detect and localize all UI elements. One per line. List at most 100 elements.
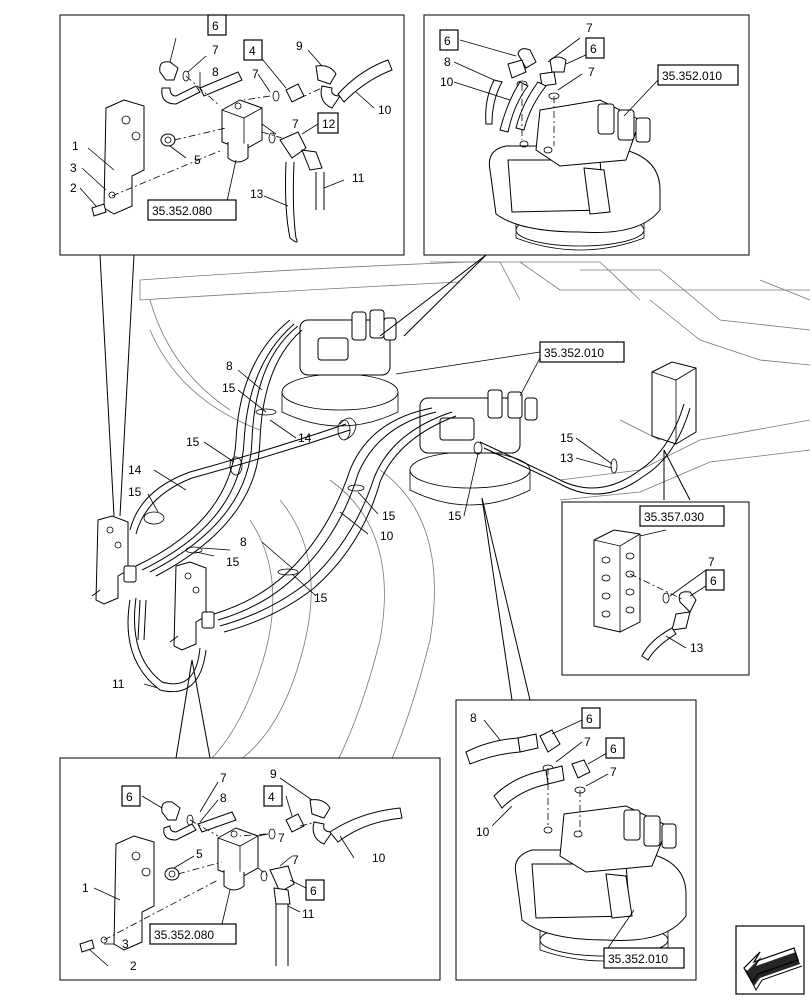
callout-7: 7 [220,771,227,785]
callout-box-4 [263,785,283,807]
callout-box-6 [121,785,141,807]
ref-motor-top: 35.352.010 [662,69,722,83]
callout-14: 14 [298,431,312,445]
callout-6: 6 [590,42,597,56]
callout-11: 11 [112,677,125,691]
callout-6: 6 [710,574,717,588]
leaders-main [143,351,613,689]
callout-8: 8 [240,535,247,549]
ref-valve-top: 35.352.080 [152,204,212,218]
callout-7: 7 [584,735,591,749]
callout-6: 6 [126,790,133,804]
callout-7: 7 [708,555,715,569]
ref-box-motor-bottom [603,947,685,969]
arrow-icon[interactable] [735,925,805,995]
panel-a-leaders [79,37,375,207]
callout-6: 6 [310,884,317,898]
callout-7: 7 [252,67,259,81]
travel-motor-center [409,389,538,506]
callout-3: 3 [70,161,77,175]
callout-2: 2 [130,959,137,973]
callout-10: 10 [476,825,490,839]
callout-1: 1 [82,881,89,895]
callout-15: 15 [222,381,236,395]
callout-15: 15 [448,509,462,523]
manifold-block [651,361,697,445]
callout-13: 13 [690,641,704,655]
callout-5: 5 [196,847,203,861]
callout-7: 7 [292,853,299,867]
callout-14: 14 [128,463,142,477]
callout-10: 10 [440,75,454,89]
travel-motor-upper [281,309,399,427]
callout-7: 7 [292,117,299,131]
callout-3: 3 [122,937,129,951]
ref-motor-main: 35.352.010 [544,346,604,360]
ref-box-motor-top [657,64,739,86]
bracket-center-main [169,561,215,651]
callout-1: 1 [72,139,79,153]
callout-15: 15 [186,435,200,449]
callout-8: 8 [444,55,451,69]
panel-b-parts [485,48,661,251]
callout-9: 9 [270,767,277,781]
callout-13: 13 [250,187,264,201]
callout-10: 10 [380,529,394,543]
callout-box-6 [585,37,605,59]
callout-7: 7 [212,43,219,57]
callout-2: 2 [70,181,77,195]
panel-a-parts [91,59,393,243]
callout-box-6 [705,569,725,591]
panel-connector-lines [99,254,691,759]
callout-box-6 [305,879,325,901]
callout-6: 6 [586,712,593,726]
ref-motor-bottom: 35.352.010 [608,952,668,966]
callout-8: 8 [470,711,477,725]
callout-box-6 [581,707,601,729]
panel-e-leaders [89,777,355,967]
callout-4: 4 [249,44,256,58]
panel-e-parts [79,799,403,966]
ref-valve-bottom: 35.352.080 [154,928,214,942]
ref-box-motor-main [539,341,625,363]
callout-7: 7 [278,831,285,845]
hoses-main [127,319,691,693]
callout-7: 7 [610,765,617,779]
callout-15: 15 [560,431,574,445]
callout-4: 4 [268,790,275,804]
panel-c-parts [593,529,697,661]
panel-d-leaders [483,719,635,949]
callout-15: 15 [226,555,240,569]
callout-15: 15 [128,485,142,499]
callout-7: 7 [588,65,595,79]
callout-7: 7 [586,21,593,35]
ref-box-manifold [639,505,725,527]
ref-box-valve-bottom [149,923,237,945]
callout-11: 11 [302,907,315,921]
callout-15: 15 [382,509,396,523]
callout-8: 8 [226,359,233,373]
callout-6: 6 [444,34,451,48]
callout-box-6 [605,737,625,759]
callout-box-4 [243,39,263,61]
callout-11: 11 [352,171,365,185]
callout-labels: 6 7 8 4 7 9 10 12 7 5 1 3 2 13 11 35.352… [70,19,722,973]
panel-c-leaders [639,529,707,649]
callout-box-6 [207,14,227,36]
callout-5: 5 [194,153,201,167]
callout-10: 10 [372,851,386,865]
callout-10: 10 [378,103,392,117]
callout-6: 6 [610,742,617,756]
callout-box-6 [439,29,459,51]
callout-12: 12 [322,117,336,131]
panel-b-leaders [453,37,659,117]
callout-8: 8 [212,65,219,79]
callout-8: 8 [220,791,227,805]
ref-manifold: 35.357.030 [644,510,704,524]
bracket-left-main [91,515,137,605]
callout-6: 6 [212,19,219,33]
callout-box-12 [317,112,339,134]
callout-15: 15 [314,591,328,605]
callout-9: 9 [296,39,303,53]
